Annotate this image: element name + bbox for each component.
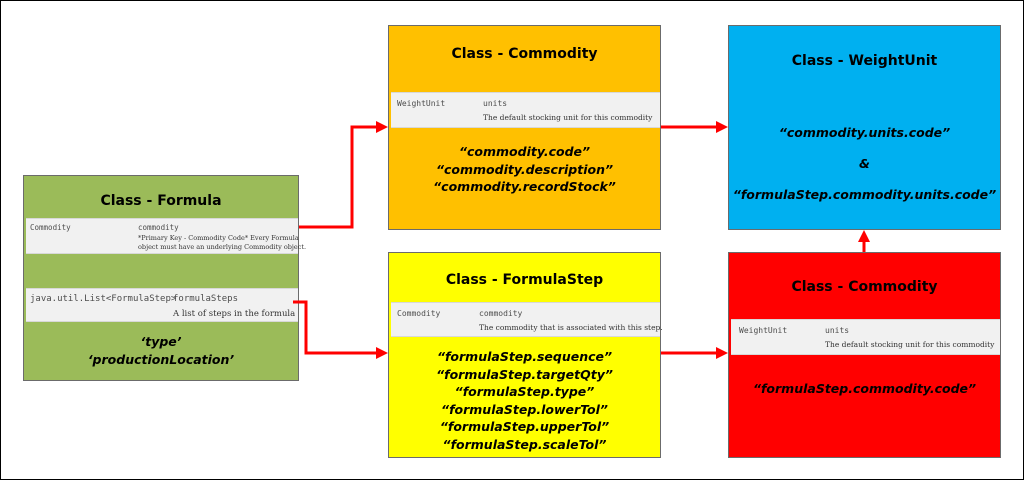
class-title-formula: Class - Formula [100,193,222,209]
field-name: commodity [138,223,179,232]
arrowhead-icon [376,347,388,359]
class-title-commodity: Class - Commodity [451,46,598,62]
field-desc: The default stocking unit for this commo… [825,340,995,349]
property-list: ‘type’ ‘productionLocation’ [24,333,298,368]
property: ‘productionLocation’ [87,351,235,367]
ampersand: & [859,156,870,171]
field-type: WeightUnit [739,326,788,335]
field-name: units [483,99,508,108]
field-name: formulaSteps [173,294,239,304]
property: “commodity.description” [435,161,614,177]
field-type: java.util.List<FormulaStep> [30,294,177,304]
property: “formulaStep.type” [454,384,595,399]
arrowhead-icon [716,121,728,133]
field-name: commodity [479,309,523,318]
property-list: “formulaStep.sequence” “formulaStep.targ… [389,348,660,453]
property: “formulaStep.sequence” [436,349,613,364]
field-row-commodity: Commodity commodity *Primary Key - Commo… [26,218,306,254]
field-name: units [825,326,850,335]
connector-formula-to-formulastep [293,300,377,355]
field-desc: object must have an underlying Commodity… [138,243,307,251]
field-type: Commodity [30,223,71,232]
field-row-units: WeightUnit units The default stocking un… [731,319,1000,355]
property: “commodity.code” [458,144,591,159]
class-title-formula-step: Class - FormulaStep [445,272,604,288]
arrowhead-icon [716,347,728,359]
property-list: “formulaStep.commodity.code” [729,380,1000,398]
property: “commodity.units.code” [778,125,951,140]
field-type: Commodity [397,309,441,318]
class-title-commodity: Class - Commodity [791,279,938,295]
property: “formulaStep.lowerTol” [441,401,608,417]
field-row-units: WeightUnit units The default stocking un… [391,92,660,128]
class-box-commodity-top: Class - Commodity WeightUnit units The d… [388,25,661,230]
field-row-commodity: Commodity commodity The commodity that i… [391,302,663,337]
class-box-commodity-bottom: Class - Commodity WeightUnit units The d… [728,252,1001,458]
field-desc: A list of steps in the formula [173,309,296,319]
class-box-formula-step: Class - FormulaStep Commodity commodity … [388,252,663,458]
class-title-weight-unit: Class - WeightUnit [791,53,938,69]
property-list: “commodity.code” “commodity.description”… [389,143,660,196]
arrowhead-icon [376,121,388,133]
field-desc: The commodity that is associated with th… [479,323,663,332]
class-box-weight-unit: Class - WeightUnit “commodity.units.code… [728,25,1001,230]
field-type: WeightUnit [397,99,446,108]
property: “formulaStep.commodity.units.code” [732,187,997,202]
field-desc: The default stocking unit for this commo… [483,113,653,122]
property: “formulaStep.scaleTol” [442,436,607,452]
property: “commodity.recordStock” [433,179,616,194]
property: “formulaStep.upperTol” [439,419,610,434]
class-box-formula: Class - Formula Commodity commodity *Pri… [23,175,306,381]
property: “formulaStep.commodity.code” [752,381,977,396]
connector-formula-to-commodity [299,125,377,229]
property-list: “commodity.units.code” & “formulaStep.co… [729,117,1000,210]
field-desc: *Primary Key - Commodity Code* Every For… [138,234,299,242]
property: “formulaStep.targetQty” [436,366,613,382]
property: ‘type’ [140,334,182,349]
arrowhead-icon [858,230,870,242]
field-row-formula-steps: java.util.List<FormulaStep> formulaSteps… [26,288,298,322]
